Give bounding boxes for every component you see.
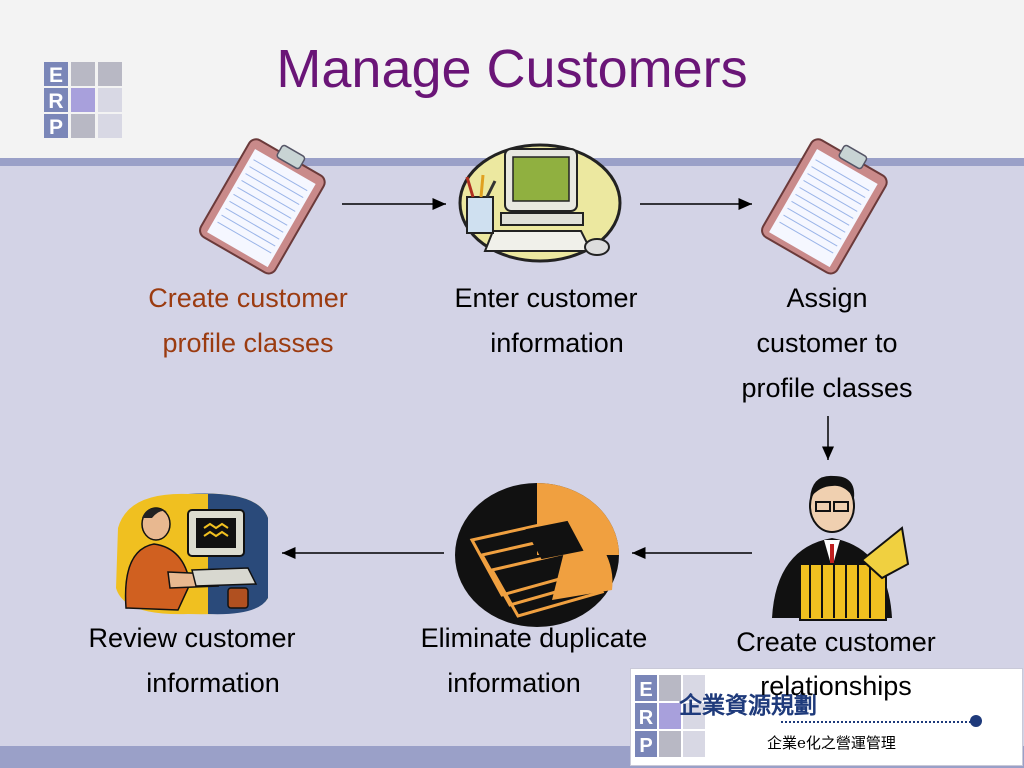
- step-line: Assign: [786, 283, 868, 313]
- step-line: Create customer: [148, 283, 348, 313]
- header-band: [0, 0, 1024, 158]
- banner-dotted-rule: [781, 721, 971, 723]
- step-line: profile classes: [741, 373, 913, 403]
- step-line: relationships: [760, 671, 912, 701]
- step-line: information: [146, 668, 280, 698]
- step-label-enter-info: Enter customer information: [426, 276, 666, 366]
- erp-logo: E R P: [44, 62, 122, 139]
- step-line: information: [447, 668, 581, 698]
- step-label-relationships-line2: relationships: [706, 664, 966, 709]
- banner-erp-logo: E R P: [635, 675, 705, 757]
- logo-letter-p: P: [49, 116, 63, 139]
- banner-subtitle: 企業e化之營運管理: [767, 734, 896, 752]
- step-label-relationships: Create customer: [706, 620, 966, 665]
- computer-icon: [458, 143, 622, 263]
- step-line: information: [490, 328, 624, 358]
- step-line: customer to: [756, 328, 898, 358]
- clipboard-icon: [761, 138, 888, 275]
- banner-letter-p: P: [639, 735, 652, 757]
- step-label-assign: Assign customer to profile classes: [712, 276, 942, 411]
- step-line: Review customer: [88, 623, 296, 653]
- logo-letter-r: R: [48, 90, 63, 113]
- erp-banner: E R P 企業資源規劃 企業e化之營運管理: [630, 668, 1023, 766]
- banner-letter-e: E: [639, 679, 652, 701]
- folders-icon: [455, 483, 619, 627]
- banner-chinese-title: 企業資源規劃: [679, 693, 817, 719]
- banner-dot: [970, 715, 982, 727]
- businessman-shredder-icon: [772, 475, 910, 621]
- step-line: Create customer: [736, 627, 936, 657]
- person-at-computer-icon: [116, 493, 268, 615]
- step-label-eliminate: Eliminate duplicate information: [396, 616, 672, 706]
- clipboard-icon: [199, 138, 326, 275]
- step-line: Eliminate duplicate: [420, 623, 648, 653]
- step-label-review: Review customer information: [64, 616, 320, 706]
- step-line: profile classes: [162, 328, 334, 358]
- step-label-create-profile: Create customer profile classes: [124, 276, 372, 366]
- banner-letter-r: R: [639, 707, 654, 729]
- page-title: Manage Customers: [276, 39, 748, 99]
- step-line: Enter customer: [454, 283, 638, 313]
- logo-letter-e: E: [49, 64, 63, 87]
